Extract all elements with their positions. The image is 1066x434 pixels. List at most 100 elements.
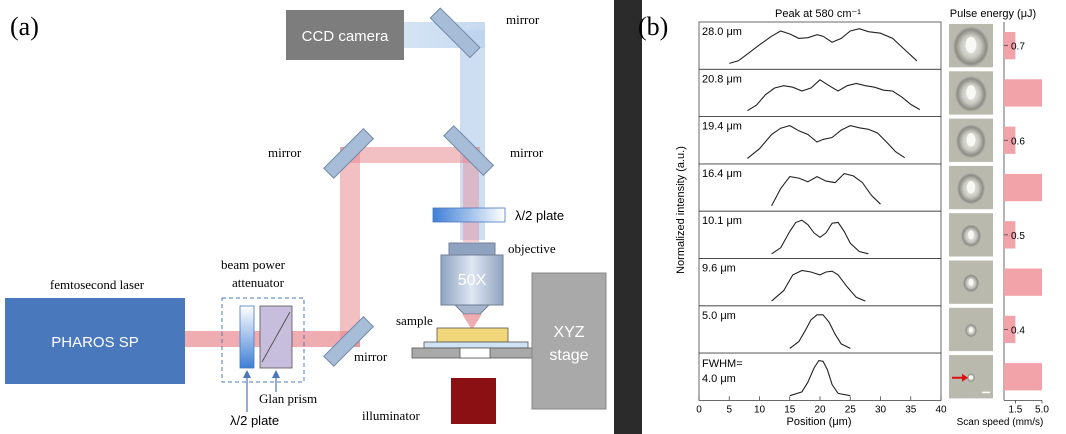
laser-model-text: PHAROS SP: [51, 334, 139, 351]
crater-core: [966, 85, 976, 100]
xyz-stage-box: [531, 272, 607, 410]
series-label: 19.4 μm: [702, 121, 742, 133]
x-tick-label: 25: [845, 404, 857, 415]
scan-speed-bar: [1004, 79, 1042, 107]
scan-speed-bar: [1004, 173, 1042, 202]
x-tick-label: 15: [784, 404, 796, 415]
x-tick-label: 30: [875, 404, 887, 415]
series-line: [771, 219, 869, 255]
panel-a: PHAROS SP femtosecond laser beam power a…: [5, 7, 607, 428]
scan-speed-bar: [1004, 363, 1042, 391]
series-label: 4.0 μm: [702, 373, 736, 385]
scan-tick-label: 1.5: [1008, 404, 1022, 415]
laser-box: [5, 298, 185, 384]
laser-beam-up: [340, 147, 360, 347]
objective-body: [440, 254, 504, 306]
series-line: [771, 172, 881, 206]
x-tick-label: 35: [905, 404, 917, 415]
objective-label: objective: [508, 241, 556, 256]
peak-title: Peak at 580 cm⁻¹: [775, 8, 861, 20]
ylabel: Normalized intensity (a.u.): [675, 146, 687, 274]
scan-speed-bars: 0.7 0.6 0.5 0.4 1.5 5.0: [1003, 22, 1049, 415]
glan-prism-diagonal: [261, 311, 291, 363]
scan-tick-label: 5.0: [1035, 404, 1049, 415]
pulse-tick-label: 0.5: [1011, 231, 1025, 242]
scan-speed-bar: [1004, 221, 1016, 249]
stage-window: [459, 347, 491, 359]
panel-b: (b) Peak at 580 cm⁻¹ Pulse energy (μJ) N…: [638, 8, 1049, 428]
scan-speed-bar: [1004, 315, 1016, 344]
series-label: 10.1 μm: [702, 215, 742, 227]
fwhm-prefix-label: FWHM=: [702, 358, 743, 370]
half-wave-arrow-head: [243, 370, 251, 378]
half-wave-label-bottom: λ/2 plate: [230, 413, 279, 428]
half-wave-label-right: λ/2 plate: [515, 208, 564, 223]
series-line: [789, 314, 851, 349]
ccd-camera-box: [286, 10, 404, 60]
series-label: 28.0 μm: [702, 26, 742, 38]
series-label: 5.0 μm: [702, 310, 736, 322]
crater-core: [965, 36, 977, 53]
pulse-tick-label: 0.7: [1011, 42, 1025, 53]
scan-speed-bar: [1004, 32, 1016, 60]
red-arrow-head-icon: [962, 373, 968, 382]
crater-core: [969, 375, 973, 380]
x-tick-label: 0: [696, 404, 702, 415]
focus-cone: [462, 314, 482, 330]
series-line: [747, 79, 921, 112]
series-line: [771, 269, 866, 302]
half-wave-plate-strip: [239, 305, 255, 369]
series-label: 9.6 μm: [702, 263, 736, 275]
ccd-beam-vertical: [460, 30, 485, 240]
mirror-left-upper: [323, 127, 375, 179]
attenuator-frame: [221, 297, 305, 383]
mirror-right-label: mirror: [510, 145, 544, 160]
objective-mag-text: 50X: [458, 272, 487, 289]
x-tick-label: 5: [726, 404, 732, 415]
series-line: [747, 125, 906, 159]
mirror-top-right: [429, 7, 481, 59]
glan-prism-label: Glan prism: [259, 391, 317, 406]
half-wave-plate-right: [432, 207, 506, 223]
sample-plate: [423, 341, 529, 349]
pulse-tick-label: 0.6: [1011, 136, 1025, 147]
panel-a-label: (a): [10, 12, 39, 41]
xlabel: Position (μm): [786, 416, 851, 428]
series-label: 16.4 μm: [702, 168, 742, 180]
pulse-tick-label: 0.4: [1011, 325, 1025, 336]
crater-core: [969, 327, 973, 333]
crater-core: [966, 133, 976, 147]
series-line: [729, 28, 918, 64]
glan-arrow-head: [272, 370, 280, 378]
x-tick-label: 10: [754, 404, 766, 415]
laser-beam-top: [340, 147, 480, 163]
attenuator-label-2: attenuator: [232, 275, 285, 290]
objective-top: [448, 242, 496, 256]
panel-b-background: [642, 0, 1066, 434]
objective-tip: [453, 304, 491, 315]
attenuator-label-1: beam power: [221, 257, 286, 272]
scan-speed-bar: [1004, 126, 1016, 154]
xyz-stage-label-2: stage: [549, 347, 588, 364]
crater-core: [968, 230, 974, 240]
illuminator-box: [451, 378, 496, 424]
x-tick-label: 40: [935, 404, 947, 415]
scan-speed-bar: [1004, 268, 1042, 296]
sample-slab: [436, 327, 509, 343]
crater-core: [968, 278, 974, 286]
series-label: 20.8 μm: [702, 73, 742, 85]
series-line: [789, 359, 851, 397]
mirror-left-label: mirror: [268, 145, 302, 160]
mirror-right-upper: [443, 125, 495, 177]
panel-divider: [614, 0, 642, 434]
scan-speed-label: Scan speed (mm/s): [957, 417, 1044, 428]
xyz-stage-label-1: XYZ: [553, 324, 584, 341]
mirror-top-label: mirror: [506, 12, 540, 27]
sample-label: sample: [396, 313, 433, 328]
illuminator-label: illuminator: [362, 408, 420, 423]
mirror-lower: [323, 315, 375, 367]
panel-b-label: (b): [638, 12, 668, 41]
laser-name-label: femtosecond laser: [50, 277, 145, 292]
